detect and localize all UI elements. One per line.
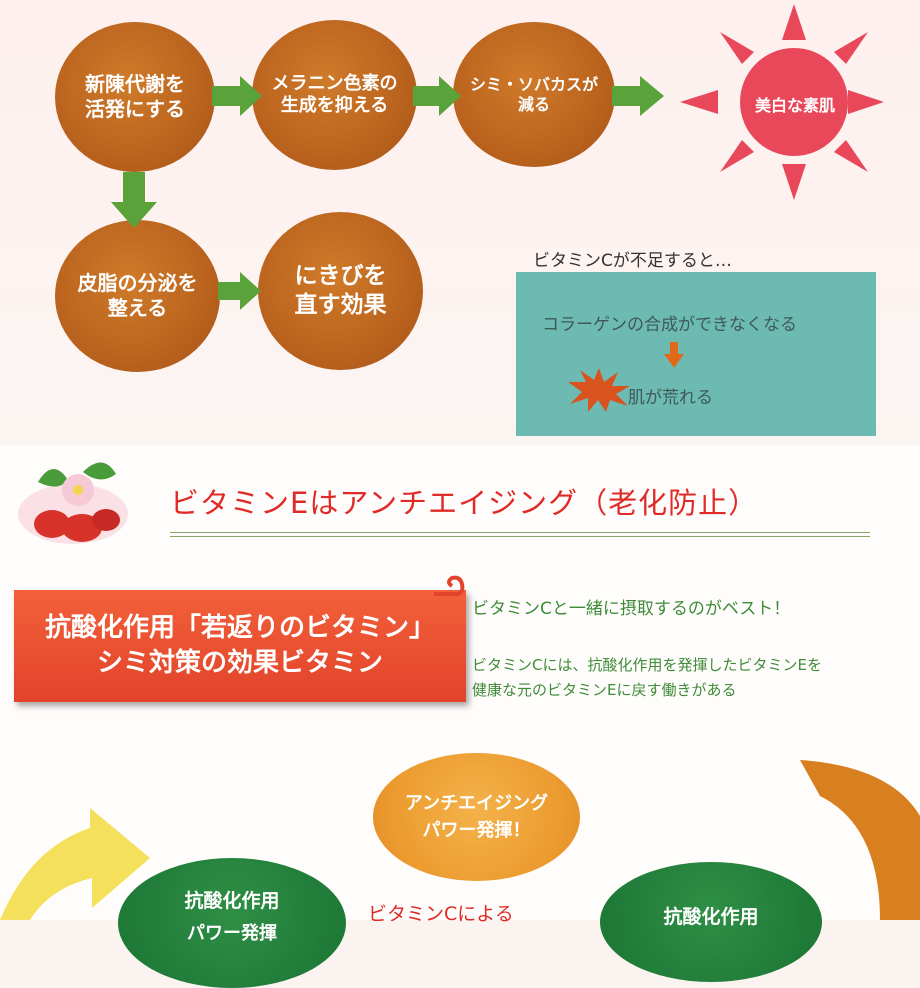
anti-aging-line-2: パワー発揮！ <box>422 820 531 841</box>
green-arrow-right-2 <box>413 76 461 116</box>
note-detail-1: ビタミンCには、抗酸化作用を発揮したビタミンEを <box>472 656 822 674</box>
title-divider-line <box>170 532 870 533</box>
antioxidant-circle-left: 抗酸化作用 パワー発揮 <box>118 858 346 988</box>
vitc-by-text: ビタミンCによる <box>368 903 514 925</box>
left-circle-sub: パワー発揮 <box>187 923 277 944</box>
banner-line-1: 抗酸化作用「若返りのビタミン」 <box>44 612 435 643</box>
circle-metabolism: 新陳代謝を 活発にする <box>55 22 215 172</box>
green-arrow-right-1 <box>212 76 262 116</box>
sun-label: 美白な素肌 <box>754 96 835 115</box>
green-arrow-right-4 <box>218 272 261 310</box>
vitamin-e-title: ビタミンEはアンチエイジング（老化防止） <box>170 486 759 520</box>
note-best: ビタミンCと一緒に摂取するのがベスト！ <box>472 599 791 619</box>
sun-icon <box>680 4 884 200</box>
antioxidant-banner: 抗酸化作用「若返りのビタミン」 シミ対策の効果ビタミン <box>14 590 466 702</box>
orange-cycle-arrow <box>800 760 920 920</box>
circle-spots: シミ・ソバカスが 減る <box>453 22 615 167</box>
vitc-lack-heading: ビタミンCが不足すると… <box>533 251 732 271</box>
scroll-curl-icon <box>434 575 465 596</box>
down-arrow-icon <box>664 342 684 368</box>
green-arrow-down <box>111 172 157 228</box>
collagen-text: コラーゲンの合成ができなくなる <box>542 315 797 335</box>
vitc-lack-box <box>516 272 876 436</box>
circle-melanin: メラニン色素の 生成を抑える <box>252 20 417 170</box>
banner-line-2: シミ対策の効果ビタミン <box>96 648 383 678</box>
antioxidant-circle-right: 抗酸化作用 <box>600 862 822 982</box>
circle-acne: にきびを 直す効果 <box>258 212 423 370</box>
flow-arrows <box>111 76 664 310</box>
burst-icon <box>568 368 630 412</box>
green-arrow-right-3 <box>612 76 664 116</box>
right-circle-label: 抗酸化作用 <box>663 906 759 928</box>
note-detail-2: 健康な元のビタミンEに戻す働きがある <box>472 681 737 699</box>
rosehip-illustration <box>18 462 128 544</box>
anti-aging-line-1: アンチエイジング <box>404 793 549 814</box>
circle-sebum: 皮脂の分泌を 整える <box>55 220 220 372</box>
yellow-cycle-arrow <box>0 808 150 920</box>
left-circle-label: 抗酸化作用 <box>184 890 280 912</box>
skin-rough-text: 肌が荒れる <box>628 388 713 408</box>
title-divider-line-2 <box>170 536 870 537</box>
anti-aging-circle: アンチエイジング パワー発揮！ <box>373 753 580 881</box>
